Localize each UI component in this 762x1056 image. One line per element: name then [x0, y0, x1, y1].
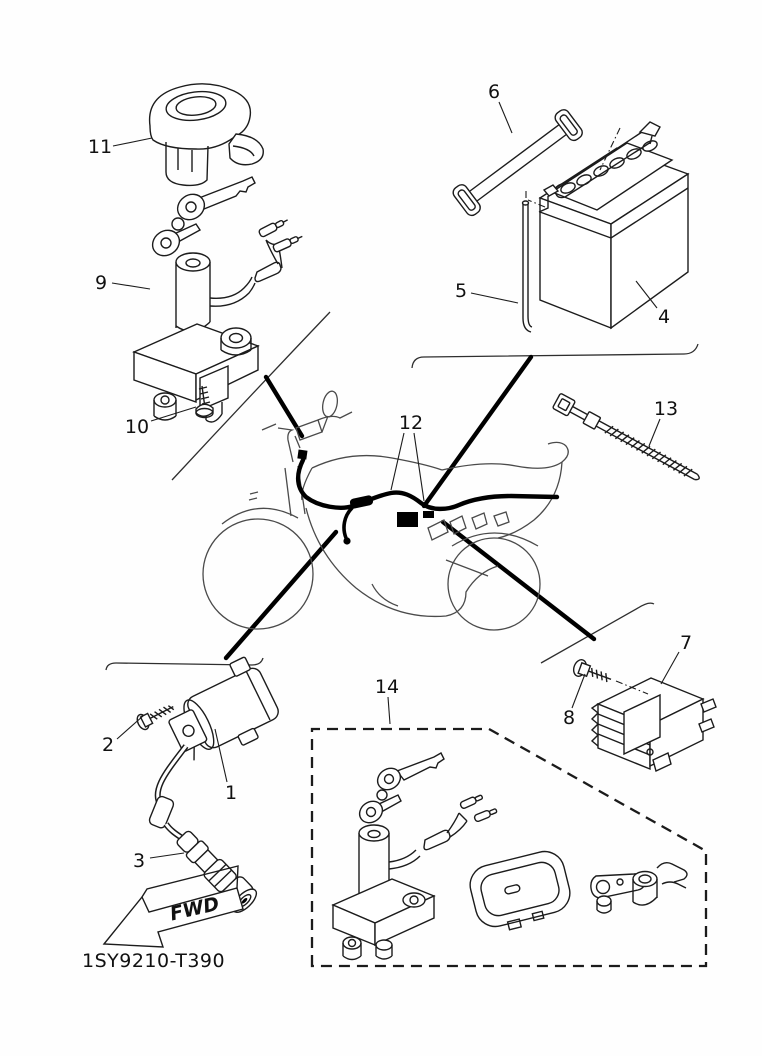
rectifier-group [572, 659, 717, 772]
screw-10-illustration [195, 385, 214, 419]
callout-leader-8 [571, 673, 586, 709]
callout-label-10: 10 [125, 416, 149, 438]
lock-set-lever [590, 861, 688, 914]
callout-label-7: 7 [680, 632, 692, 654]
callout-leader-7 [660, 651, 680, 685]
breather-pipe-illustration [521, 188, 533, 333]
ignition-switch-cover-illustration [148, 83, 264, 187]
callout-label-6: 6 [488, 81, 500, 103]
callout-leader-1 [214, 728, 228, 783]
wire-harness-illustration [294, 435, 560, 545]
lock-set-seat-lock-cover [469, 850, 571, 931]
callout-leader-12 [390, 432, 405, 491]
battery-band-illustration [452, 109, 583, 217]
callout-leader-11 [112, 137, 153, 147]
cable-tie-illustration [552, 393, 700, 481]
callout-leader-2 [116, 715, 144, 740]
callout-label-8: 8 [563, 707, 575, 729]
callout-label-14: 14 [375, 676, 399, 698]
callout-leader-13 [648, 418, 661, 447]
callout-label-5: 5 [455, 280, 467, 302]
callout-leader-10 [150, 406, 197, 422]
callout-leader-5 [470, 292, 519, 304]
ignition-coil-group [136, 656, 279, 914]
callout-label-4: 4 [658, 306, 670, 328]
callout-leader-14 [387, 696, 391, 725]
callout-label-9: 9 [95, 272, 107, 294]
main-switch-assembly-illustration [132, 176, 303, 423]
section-dividers [105, 311, 699, 671]
figure-code: 1SY9210-T390 [82, 950, 225, 972]
callout-leader-3 [149, 852, 185, 859]
bolt-8-illustration [572, 659, 612, 683]
callout-label-2: 2 [102, 734, 114, 756]
callout-label-12: 12 [399, 412, 423, 434]
callout-leader-9 [111, 282, 151, 290]
bullet-connector [258, 219, 288, 238]
callout-label-11: 11 [88, 136, 112, 158]
battery-illustration [527, 121, 690, 330]
battery-group [452, 109, 690, 333]
callout-label-1: 1 [225, 782, 237, 804]
motorcycle-sketch [202, 390, 569, 631]
callout-leader-4 [635, 280, 658, 309]
callout-leader-6 [498, 101, 513, 134]
lock-set-main-switch [331, 752, 498, 961]
thick-pointer-lines [223, 354, 597, 661]
bullet-connector [272, 235, 303, 253]
callout-leader-12 [413, 432, 425, 502]
harness-connector-block [397, 512, 418, 527]
rectifier-illustration [590, 677, 717, 772]
keys-illustration [151, 176, 256, 257]
callout-label-13: 13 [654, 398, 678, 420]
lock-set-box [310, 727, 708, 968]
callout-label-3: 3 [133, 850, 145, 872]
ignition-coil-illustration [168, 656, 279, 761]
